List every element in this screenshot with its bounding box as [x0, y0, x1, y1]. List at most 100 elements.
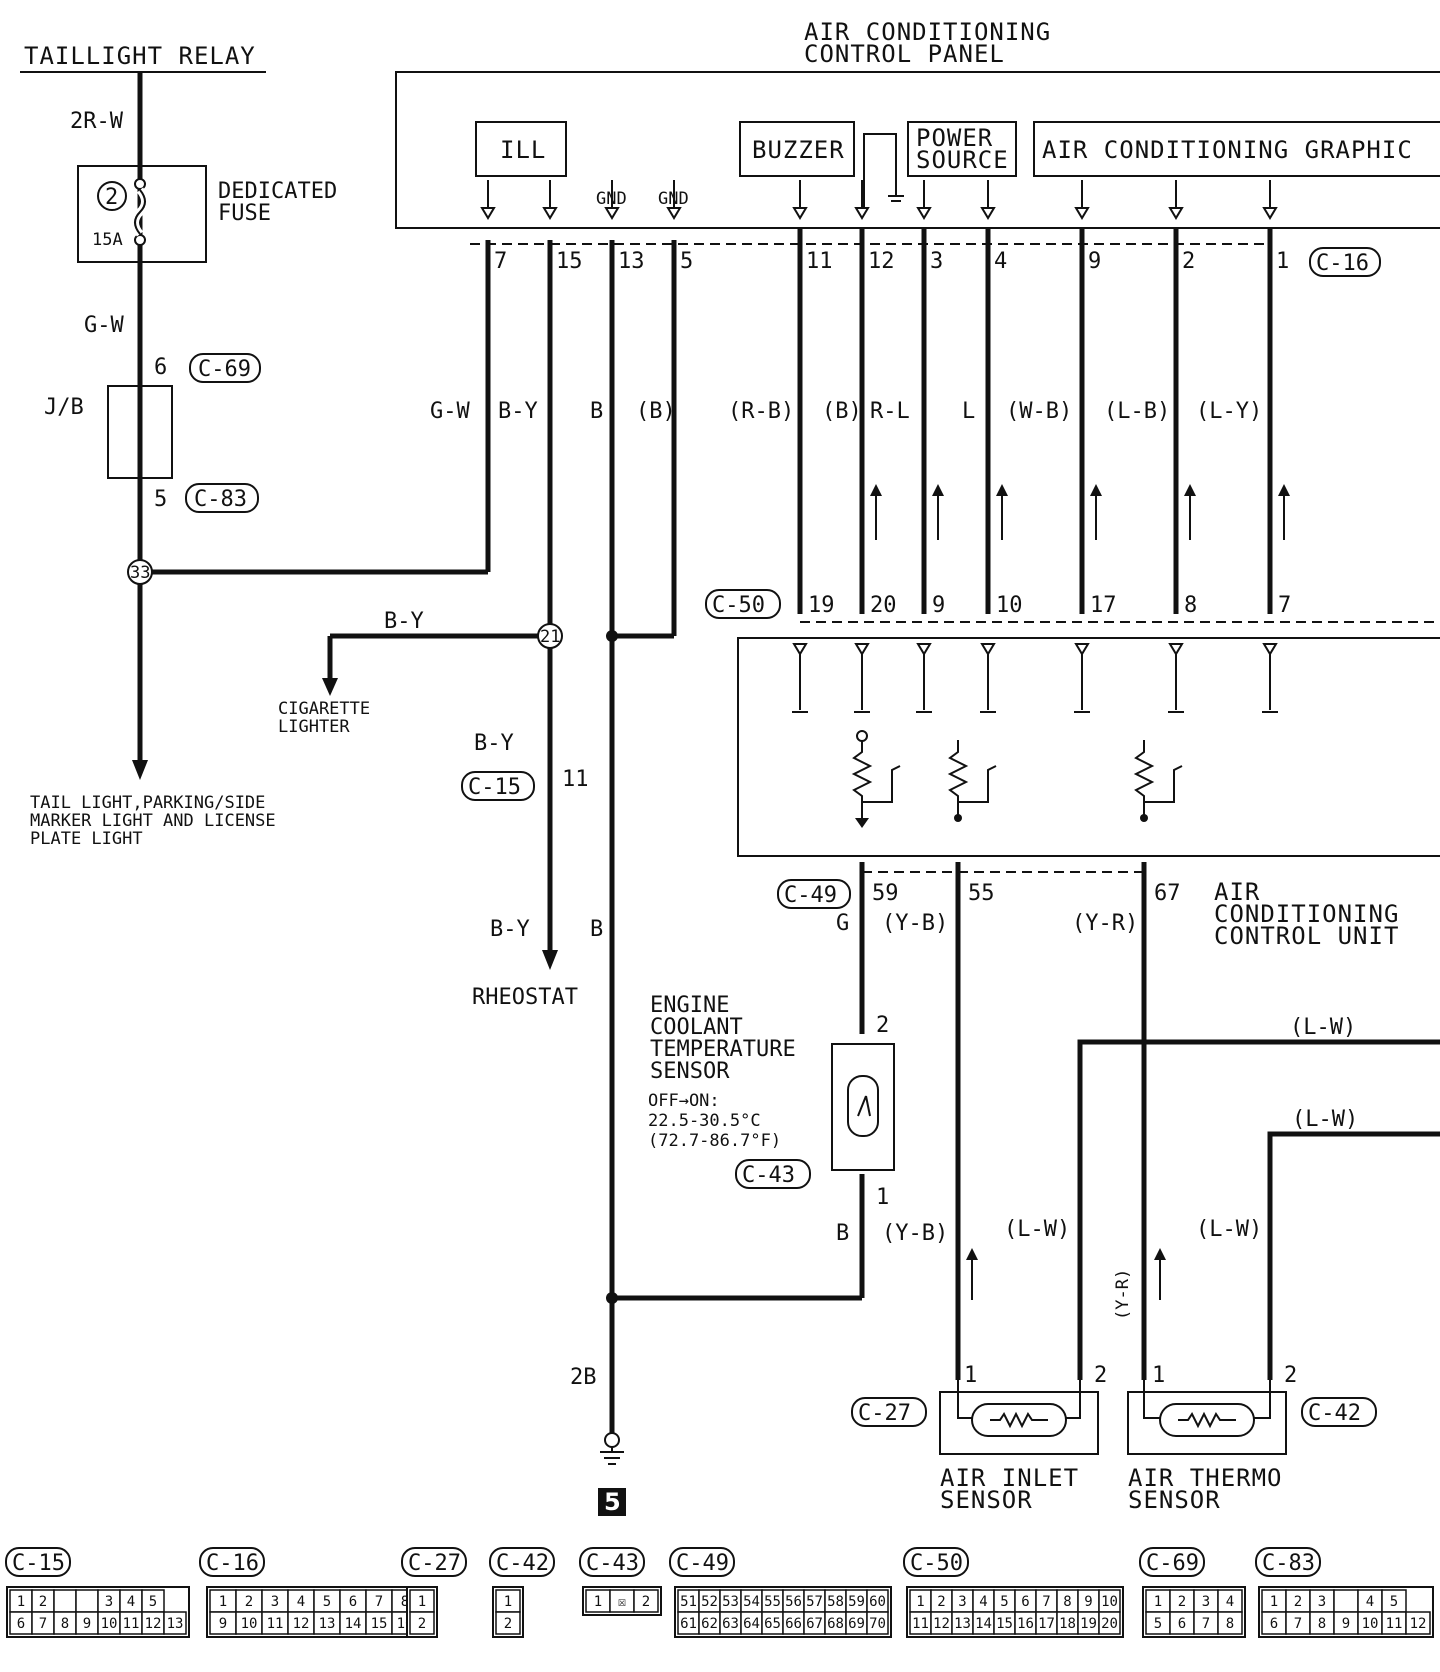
- ground-wire-label: 2B: [570, 1365, 597, 1390]
- power-label-2: SOURCE: [916, 146, 1009, 174]
- legend-pin-number: 5: [1000, 1594, 1008, 1610]
- legend-pin-number: 64: [743, 1616, 760, 1632]
- panel-wire-color: B: [590, 399, 603, 424]
- legend-pin-number: 3: [1318, 1594, 1326, 1610]
- wire-y-r: (Y-R): [1072, 911, 1138, 936]
- legend-pin-number: 1: [916, 1594, 924, 1610]
- unit-top-pin: 20: [870, 593, 897, 618]
- panel-pin-number: 11: [806, 249, 833, 274]
- legend-pin-number: 70: [869, 1616, 886, 1632]
- panel-pin-number: 12: [868, 249, 895, 274]
- pin-marker-icon: [980, 643, 996, 656]
- unit-top-pin: 19: [808, 593, 835, 618]
- unit-bottom-pin: 59: [872, 881, 899, 906]
- legend-pin-number: 6: [1270, 1616, 1278, 1632]
- pin-marker-icon: [1262, 643, 1278, 656]
- ects-spec-1: OFF→ON:: [648, 1091, 720, 1111]
- inlet-label-2: SENSOR: [940, 1486, 1033, 1514]
- panel-pin-number: 3: [930, 249, 943, 274]
- wire-b-ects: B: [836, 1221, 849, 1246]
- legend-pin-number: 54: [743, 1594, 760, 1610]
- resistor-icon-3: [1133, 740, 1183, 818]
- inlet-pin-2: 2: [1094, 1363, 1107, 1388]
- conn-c-50: C-50: [712, 593, 765, 618]
- wire-y-b: (Y-B): [882, 911, 948, 936]
- splice-33: 33: [130, 563, 150, 583]
- ground-icon: [600, 1447, 624, 1465]
- ects-label-1: ENGINE: [650, 993, 729, 1018]
- taillight-relay-title: TAILLIGHT RELAY: [24, 42, 256, 70]
- ground-circuit: 2B 5: [570, 240, 862, 1516]
- legend-pin-number: 5: [1154, 1616, 1162, 1632]
- legend-pin-number: 3: [105, 1594, 113, 1610]
- tail-arrow-icon: [132, 760, 148, 780]
- ac-control-panel: AIR CONDITIONING CONTROL PANEL ILL BUZZE…: [395, 18, 1440, 277]
- legend-pin-number: 2: [245, 1594, 253, 1610]
- legend-pin-number: 12: [1410, 1616, 1427, 1632]
- panel-pin-number: 15: [556, 249, 583, 274]
- wire-y-r-vertical: (Y-R): [1113, 1269, 1133, 1320]
- legend-pin-number: 4: [1366, 1594, 1374, 1610]
- thermo-pin-1: 1: [1152, 1363, 1165, 1388]
- legend-pin-number: 16: [1017, 1616, 1034, 1632]
- rheostat-wire-2: B-Y: [490, 917, 530, 942]
- legend-pin-number: 60: [869, 1594, 886, 1610]
- legend-pin-number: 8: [401, 1594, 409, 1610]
- cigarette-label-2: LIGHTER: [278, 717, 350, 737]
- legend-pin-number: 8: [1063, 1594, 1071, 1610]
- legend-pin-number: 11: [123, 1616, 140, 1632]
- lw-top: (L-W): [1290, 1015, 1356, 1040]
- conn-c-49: C-49: [784, 883, 837, 908]
- legend-pin-number: 69: [848, 1616, 865, 1632]
- ac-control-unit: C-50 C-49 AIR CONDITIONING CONTROL UNIT: [705, 589, 1440, 950]
- legend-pin-number: 6: [1021, 1594, 1029, 1610]
- pin-marker-icon: [1168, 643, 1184, 656]
- panel-pin-number: 4: [994, 249, 1007, 274]
- legend-pin-number: 19: [1080, 1616, 1097, 1632]
- illumination-branch: 21 B-Y CIGARETTE LIGHTER B-Y C-15 11 B-Y…: [278, 240, 603, 1010]
- unit-top-pin: 10: [996, 593, 1023, 618]
- buzzer-label: BUZZER: [752, 136, 845, 164]
- legend-pin-number: 3: [1202, 1594, 1210, 1610]
- tail-light-label-3: PLATE LIGHT: [30, 829, 143, 849]
- legend-pin-number: 15: [371, 1616, 388, 1632]
- legend-connector-id: C-50: [910, 1551, 963, 1576]
- legend-pin-number: 8: [1226, 1616, 1234, 1632]
- conn-c-42: C-42: [1308, 1401, 1361, 1426]
- legend-pin-number: 10: [101, 1616, 118, 1632]
- legend-pin-number: 51: [680, 1594, 697, 1610]
- legend-connector-id: C-15: [12, 1551, 65, 1576]
- conn-c-43: C-43: [742, 1163, 795, 1188]
- legend-pin-number: 1: [1154, 1594, 1162, 1610]
- pin-marker-icon: [1074, 643, 1090, 656]
- sensor-circuits: (L-W) (L-W) (L-W) (L-W) (Y-R) 1 2 C-27 A…: [851, 862, 1440, 1514]
- legend-pin-number: 2: [1178, 1594, 1186, 1610]
- pin-marker-icon: [1168, 207, 1184, 220]
- legend-pin-number: 1: [1270, 1594, 1278, 1610]
- panel-wire-color: (R-B): [728, 399, 794, 424]
- legend-pin-number: 52: [701, 1594, 718, 1610]
- cigarette-label-1: CIGARETTE: [278, 699, 370, 719]
- legend-pin-number: 63: [722, 1616, 739, 1632]
- rheostat-wire-1: B-Y: [474, 731, 514, 756]
- dedicated-fuse-label-2: FUSE: [218, 201, 271, 226]
- unit-top-pin: 17: [1090, 593, 1117, 618]
- thermo-label-1: AIR THERMO: [1128, 1464, 1283, 1492]
- panel-wire-color: L: [962, 399, 975, 424]
- legend-pin-number: 1: [504, 1594, 512, 1610]
- panel-wire-color: B-Y: [498, 399, 538, 424]
- rheostat-arrow-icon: [542, 950, 558, 970]
- legend-pin-number: 62: [701, 1616, 718, 1632]
- pin-marker-icon: [666, 207, 682, 220]
- conn-c-69: C-69: [198, 357, 251, 382]
- cig-wire: B-Y: [384, 609, 424, 634]
- legend-pin-number: 1: [17, 1594, 25, 1610]
- thermo-pin-2: 2: [1284, 1363, 1297, 1388]
- power-source-box: [907, 121, 1017, 177]
- unit-label-1: AIR: [1214, 878, 1260, 906]
- legend-pin-number: 1: [219, 1594, 227, 1610]
- panel-pin-number: 9: [1088, 249, 1101, 274]
- legend-pin-number: 12: [145, 1616, 162, 1632]
- wire-g: G: [836, 911, 849, 936]
